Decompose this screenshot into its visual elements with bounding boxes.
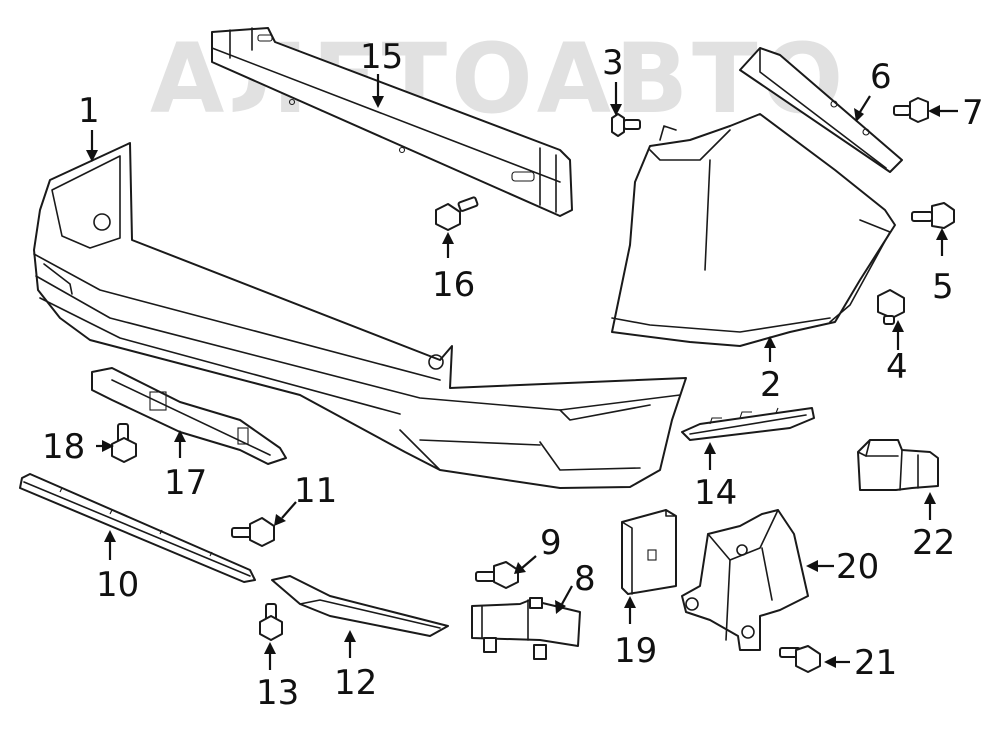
- part-15-bumper-reinforcement: [211, 27, 573, 217]
- part-4-bolt: [877, 289, 905, 325]
- callout-13: 13: [256, 673, 299, 713]
- part-8-clip: [471, 597, 581, 660]
- callout-7: 7: [962, 93, 984, 133]
- callout-15: 15: [360, 37, 403, 77]
- part-13-bolt: [259, 603, 283, 641]
- part-10-lower-trim: [19, 473, 256, 583]
- callout-6: 6: [870, 57, 892, 97]
- part-17-center-bracket: [91, 367, 287, 465]
- callout-17: 17: [164, 463, 207, 503]
- part-6-upper-strip: [739, 47, 903, 173]
- part-9-screw: [475, 561, 519, 589]
- part-1-bumper-cover: [33, 142, 687, 489]
- callout-leaders: [86, 74, 958, 670]
- callout-3: 3: [602, 43, 624, 83]
- part-7-screw: [893, 97, 929, 123]
- callout-9: 9: [540, 523, 562, 563]
- callout-8: 8: [574, 559, 596, 599]
- part-12-lower-moulding: [271, 575, 449, 637]
- callout-12: 12: [334, 663, 377, 703]
- callout-18: 18: [42, 427, 85, 467]
- part-22-parking-sensor: [857, 439, 939, 491]
- callout-10: 10: [96, 565, 139, 605]
- part-20-sensor-bracket: [681, 509, 809, 651]
- part-14-reflector: [681, 407, 815, 441]
- callout-16: 16: [432, 265, 475, 305]
- callout-5: 5: [932, 267, 954, 307]
- part-2-side-bracket: [611, 113, 896, 347]
- callout-21: 21: [854, 643, 897, 683]
- part-19-plate: [621, 509, 677, 595]
- callout-20: 20: [836, 547, 879, 587]
- part-3-screw: [611, 113, 641, 137]
- callout-4: 4: [886, 347, 908, 387]
- part-16-bolt: [435, 196, 479, 231]
- callout-14: 14: [694, 473, 737, 513]
- callout-11: 11: [294, 471, 337, 511]
- callout-2: 2: [760, 365, 782, 405]
- part-5-bolt: [911, 202, 955, 229]
- part-21-bolt: [779, 645, 821, 673]
- callout-labels: 1 2 3 4 5 6 7 8 9 10 11 12 13 14 15 16 1…: [42, 37, 984, 713]
- callout-19: 19: [614, 631, 657, 671]
- part-18-bolt: [111, 423, 137, 463]
- callout-22: 22: [912, 523, 955, 563]
- callout-1: 1: [78, 91, 100, 131]
- part-11-screw: [231, 517, 275, 547]
